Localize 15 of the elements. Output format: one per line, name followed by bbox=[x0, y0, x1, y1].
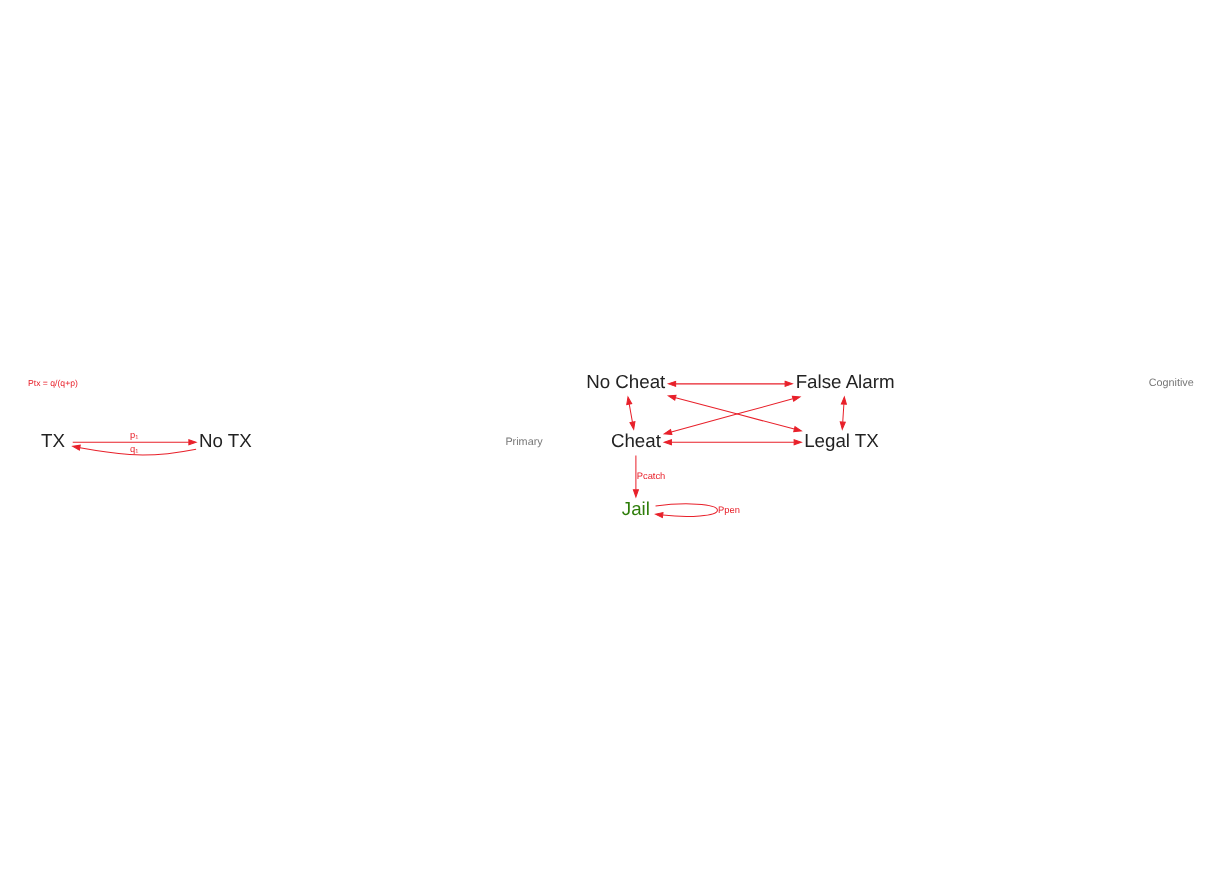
arrow bbox=[839, 395, 848, 431]
arrow bbox=[666, 380, 794, 388]
arrow bbox=[626, 395, 636, 431]
node-text: TX bbox=[40, 430, 65, 451]
arrow bbox=[654, 503, 718, 519]
node-text: No Cheat bbox=[586, 372, 666, 393]
node-text: No TX bbox=[199, 430, 252, 451]
node-text: Cheat bbox=[610, 430, 661, 451]
arrow bbox=[632, 455, 640, 499]
node-text: Jail bbox=[621, 498, 650, 519]
arrow bbox=[71, 444, 197, 456]
arrow bbox=[72, 439, 198, 446]
node-text: False Alarm bbox=[795, 372, 895, 393]
arrow bbox=[662, 439, 803, 446]
node-text: Legal TX bbox=[804, 430, 879, 451]
